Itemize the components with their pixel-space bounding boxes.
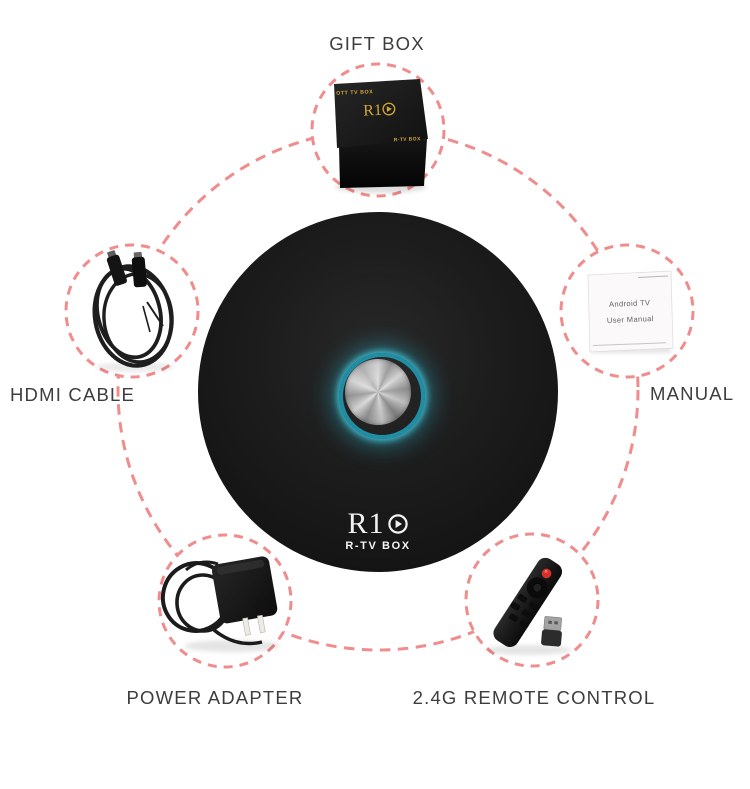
- manual-page-title: Android TV: [609, 298, 651, 309]
- usb-dongle: [541, 616, 562, 647]
- device-brand-text: R-TV BOX: [345, 540, 411, 552]
- remote-power-button: [541, 568, 552, 579]
- hdmi-cable-label: HDMI CABLE: [10, 384, 136, 405]
- device-model-text: R1: [347, 507, 385, 540]
- power-adapter-label: POWER ADAPTER: [126, 687, 304, 708]
- box-model-text: R1: [363, 102, 382, 120]
- tv-box-device: R1 R-TV BOX: [198, 212, 558, 572]
- remote-buttons: [508, 593, 539, 629]
- remote-control-photo: [484, 557, 572, 655]
- device-model: R1: [198, 509, 558, 539]
- hdmi-cable-photo: [92, 250, 175, 372]
- remote-control-label: 2.4G REMOTE CONTROL: [412, 687, 656, 708]
- plug-prong: [257, 614, 266, 634]
- play-circle-icon: [387, 514, 408, 534]
- box-brand-text: R-TV BOX: [394, 136, 422, 143]
- device-logo: R1 R-TV BOX: [198, 509, 558, 553]
- hdmi-connectors: [106, 250, 147, 288]
- power-adapter-photo: [160, 556, 280, 652]
- box-play-circle-icon: [382, 102, 396, 116]
- gift-box-photo: OTT TV BOX R1 R-TV BOX: [334, 79, 428, 193]
- adapter-body: [211, 556, 278, 636]
- box-top-text: OTT TV BOX: [336, 89, 373, 97]
- gift-box-label: GIFT BOX: [329, 33, 425, 54]
- teal-glow-ring: [339, 353, 425, 439]
- plug-prong: [242, 617, 251, 636]
- manual-page-subtitle: User Manual: [607, 314, 654, 325]
- remote-dpad: [526, 577, 548, 599]
- manual-label: MANUAL: [650, 383, 735, 404]
- manual-photo: Android TV User Manual: [587, 270, 674, 353]
- device-power-button: [345, 359, 411, 425]
